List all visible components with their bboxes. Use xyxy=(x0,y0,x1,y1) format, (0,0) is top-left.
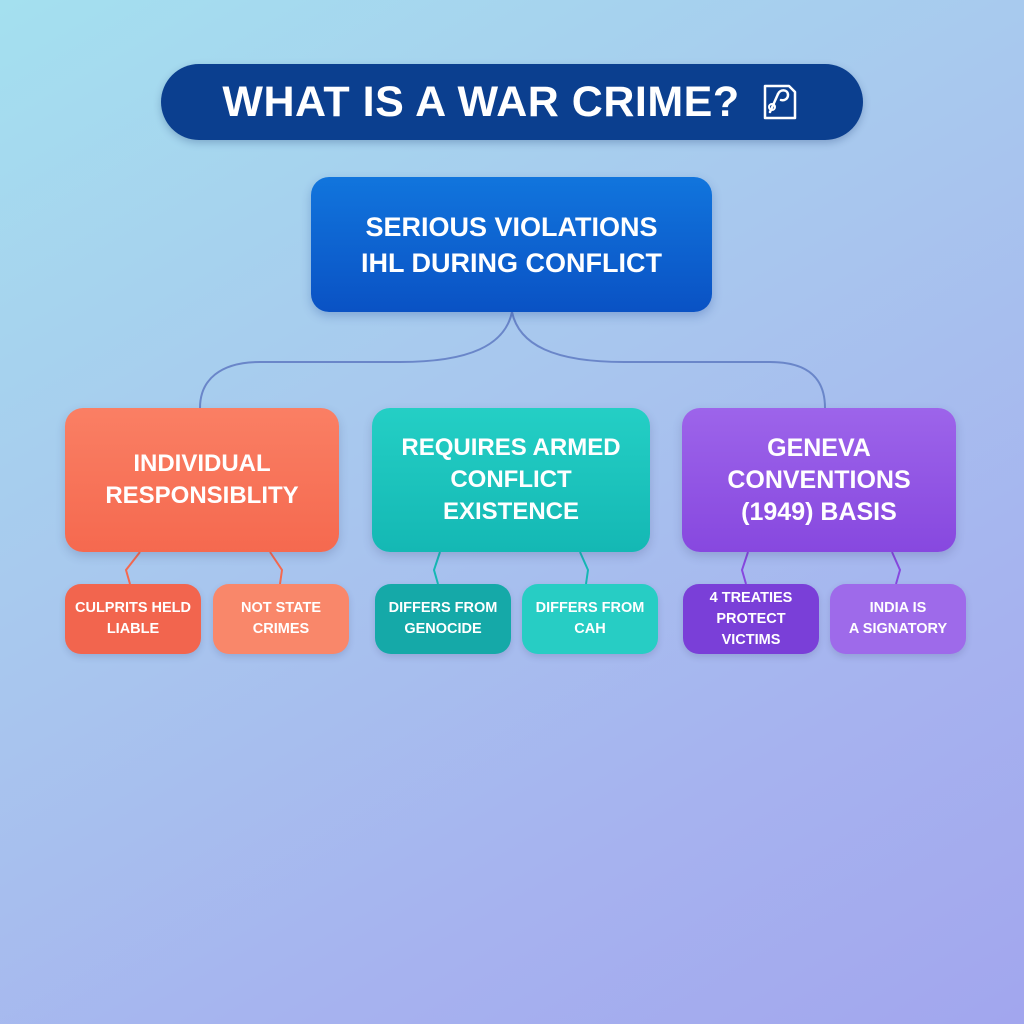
leaf-four-treaties: 4 TREATIES PROTECT VICTIMS xyxy=(683,584,819,654)
branch-individual-responsibility: INDIVIDUAL RESPONSIBLITY xyxy=(65,408,339,552)
connector-b3-right xyxy=(891,551,902,585)
leaf-differs-from-genocide: DIFFERS FROM GENOCIDE xyxy=(375,584,511,654)
connector-b1-right xyxy=(269,551,284,585)
branch-armed-conflict: REQUIRES ARMED CONFLICT EXISTENCE xyxy=(372,408,650,552)
leaf-culprits-held-liable: CULPRITS HELD LIABLE xyxy=(65,584,201,654)
connector-b1-left xyxy=(124,551,141,585)
root-node: SERIOUS VIOLATIONS IHL DURING CONFLICT xyxy=(311,177,712,312)
connector-b2-right xyxy=(579,551,590,585)
leaf-not-state-crimes: NOT STATE CRIMES xyxy=(213,584,349,654)
document-pen-icon xyxy=(758,80,802,124)
connector-root-left xyxy=(199,311,513,409)
title-banner: WHAT IS A WAR CRIME? xyxy=(161,64,863,140)
connector-b3-left xyxy=(740,551,749,585)
leaf-differs-from-cah: DIFFERS FROM CAH xyxy=(522,584,658,654)
leaf-india-signatory: INDIA IS A SIGNATORY xyxy=(830,584,966,654)
connector-root-right xyxy=(511,311,826,409)
page-title: WHAT IS A WAR CRIME? xyxy=(222,77,740,126)
connector-b2-left xyxy=(432,551,441,585)
branch-geneva-conventions: GENEVA CONVENTIONS (1949) BASIS xyxy=(682,408,956,552)
